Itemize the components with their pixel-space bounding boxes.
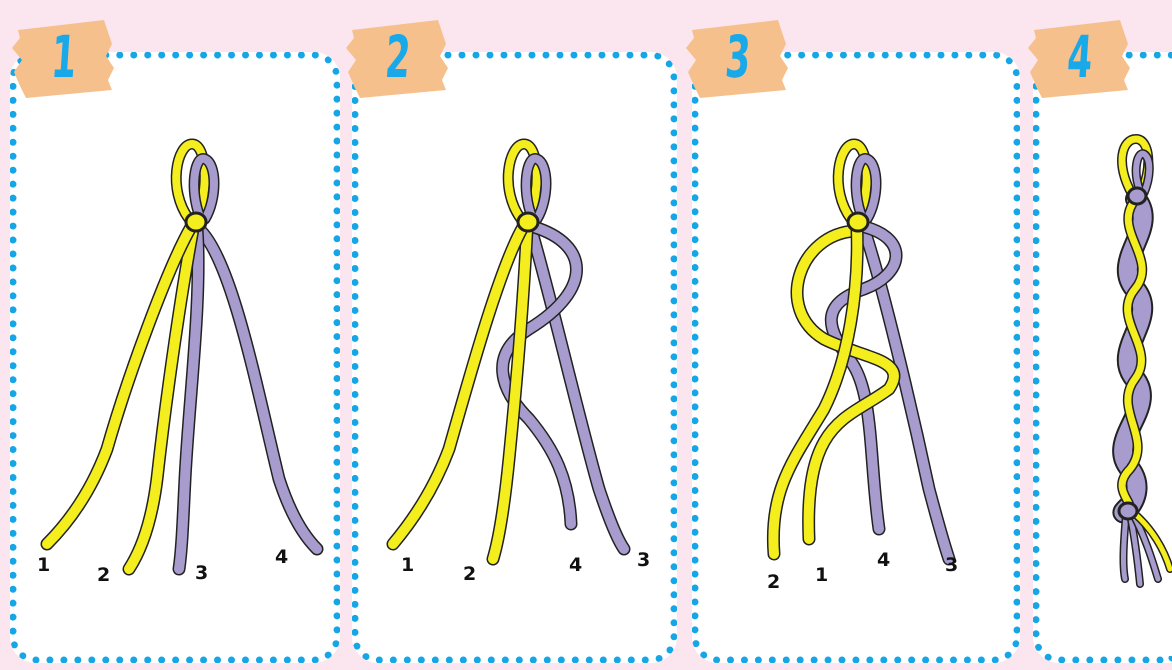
step-4-panel xyxy=(1033,52,1172,663)
step-2-panel: 1 2 4 3 xyxy=(352,52,677,663)
strand-label: 2 xyxy=(97,564,110,586)
step-4-tag: 4 xyxy=(1028,18,1132,98)
strand-label: 4 xyxy=(275,546,288,568)
strand-label: 1 xyxy=(401,554,414,576)
strand-label: 4 xyxy=(569,554,582,576)
strand-label: 3 xyxy=(195,562,208,584)
step-1-panel: 1 2 3 4 xyxy=(10,52,340,663)
step-number: 1 xyxy=(29,22,98,92)
step-number: 2 xyxy=(363,22,432,92)
step-number: 4 xyxy=(1045,22,1114,92)
step-3-tag: 3 xyxy=(686,18,790,98)
braid-illustration xyxy=(1040,59,1172,670)
strand-label: 1 xyxy=(37,554,50,576)
step-1-tag: 1 xyxy=(12,18,116,98)
strand-label: 2 xyxy=(767,571,780,593)
step-2-tag: 2 xyxy=(346,18,450,98)
strand-label: 4 xyxy=(877,549,890,571)
braid-illustration xyxy=(699,59,1027,670)
strand-label: 3 xyxy=(945,554,958,576)
braid-illustration xyxy=(17,59,347,670)
braid-illustration xyxy=(359,59,684,670)
step-3-panel: 2 1 4 3 xyxy=(692,52,1020,663)
strand-label: 2 xyxy=(463,563,476,585)
step-number: 3 xyxy=(703,22,772,92)
strand-label: 1 xyxy=(815,564,828,586)
strand-label: 3 xyxy=(637,549,650,571)
